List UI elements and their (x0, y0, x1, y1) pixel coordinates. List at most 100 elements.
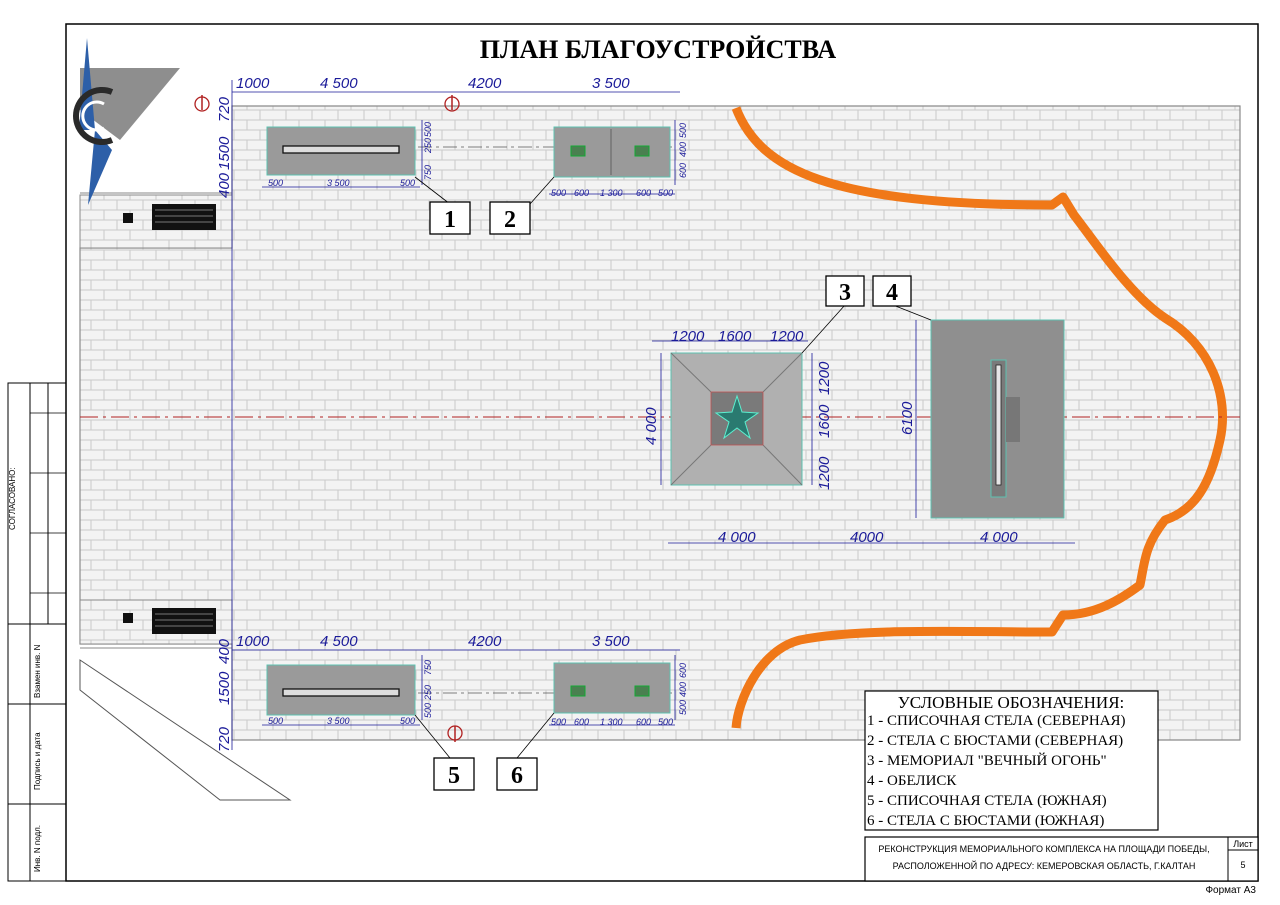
dim-s2-3: 1 300 (600, 188, 623, 198)
dim-mem-left: 4 000 (643, 407, 660, 445)
sheet-number: 5 (1240, 860, 1245, 870)
dim-s2-4: 600 (636, 188, 651, 198)
north-marker-icon (444, 95, 460, 112)
tag-1-label: 1 (444, 207, 456, 233)
tag-2: 2 (489, 201, 531, 235)
tag-leaders (414, 176, 932, 759)
bench-icon (123, 608, 216, 634)
dim-s1-5: 500 (423, 122, 433, 137)
dim-s2-7: 400 (678, 142, 688, 157)
tag-5-label: 5 (448, 763, 460, 789)
dim-s1-3: 500 (400, 178, 415, 188)
dim-top-2: 4 500 (320, 75, 358, 92)
dim-s6-8: 500 (678, 700, 688, 715)
dim-mem-right-3: 1200 (816, 456, 833, 490)
tag-6-label: 6 (511, 763, 523, 789)
dim-bottom-left-1: 400 (216, 638, 233, 664)
dim-mem-top-1: 1200 (671, 328, 705, 345)
legend-title: УСЛОВНЫЕ ОБОЗНАЧЕНИЯ: (898, 693, 1125, 712)
dim-s5-5: 250 (423, 685, 433, 701)
agreed-label: СОГЛАСОВАНО: (8, 467, 17, 530)
dim-s2-6: 500 (678, 123, 688, 138)
sign-date-label: Подпись и дата (33, 732, 42, 790)
dim-mem-gap: 4000 (850, 529, 884, 546)
dim-s5-1: 500 (268, 716, 283, 726)
replace-inv-label: Взамен инв. N (33, 644, 42, 698)
stamp-line-1: РЕКОНСТРУКЦИЯ МЕМОРИАЛЬНОГО КОМПЛЕКСА НА… (878, 844, 1209, 854)
dim-s5-3: 500 (400, 716, 415, 726)
orange-border (731, 106, 1228, 729)
dim-s5-4: 750 (423, 660, 433, 675)
dim-top-left-3: 400 (216, 172, 233, 198)
dim-s5-6: 500 (423, 703, 433, 718)
dim-mem-top-3: 1200 (770, 328, 804, 345)
north-marker-icon (447, 725, 463, 742)
tag-5: 5 (433, 757, 475, 791)
dim-top-left-2: 1500 (216, 136, 233, 170)
legend-item-1: 1 - СПИСОЧНАЯ СТЕЛА (СЕВЕРНАЯ) (867, 713, 1126, 729)
title-block: РЕКОНСТРУКЦИЯ МЕМОРИАЛЬНОГО КОМПЛЕКСА НА… (864, 836, 1259, 882)
legend-item-4: 4 - ОБЕЛИСК (867, 773, 957, 789)
sheet-label: Лист (1233, 839, 1253, 849)
dim-mem-top-2: 1600 (718, 328, 752, 345)
dim-top-3: 4200 (468, 75, 502, 92)
tag-3: 3 (825, 275, 865, 307)
dim-mem-right-2: 1600 (816, 404, 833, 438)
dim-top-1: 1000 (236, 75, 270, 92)
dim-s6-1: 500 (551, 717, 566, 727)
dimension-lines (231, 80, 1075, 750)
page-title: ПЛАН БЛАГОУСТРОЙСТВА (480, 35, 837, 64)
dim-bottom-left-2: 1500 (216, 671, 233, 705)
dim-s5-2: 3 500 (327, 716, 350, 726)
dim-obelisk-width: 4 000 (980, 529, 1018, 546)
stela-north-busts (553, 126, 671, 178)
legend-item-5: 5 - СПИСОЧНАЯ СТЕЛА (ЮЖНАЯ) (867, 793, 1107, 809)
dim-s1-2: 3 500 (327, 178, 350, 188)
compass-logo-icon (73, 38, 114, 205)
dim-s2-8: 600 (678, 163, 688, 178)
north-marker-icon (194, 95, 210, 112)
dim-s6-6: 600 (678, 663, 688, 678)
dim-bottom-left-3: 720 (216, 726, 233, 752)
dim-mem-bottom: 4 000 (718, 529, 756, 546)
stamp-line-2: РАСПОЛОЖЕННОЙ ПО АДРЕСУ: КЕМЕРОВСКАЯ ОБЛ… (893, 860, 1196, 871)
stela-south-busts (553, 662, 671, 714)
tag-3-label: 3 (839, 280, 851, 306)
dim-s6-4: 600 (636, 717, 651, 727)
dim-s1-4: 250 (423, 138, 433, 154)
tag-6: 6 (496, 757, 538, 791)
obelisk (930, 319, 1065, 519)
dim-s1-6: 750 (423, 165, 433, 180)
stela-north-list (266, 126, 416, 176)
legend-item-2: 2 - СТЕЛА С БЮСТАМИ (СЕВЕРНАЯ) (867, 733, 1123, 749)
tag-4-label: 4 (886, 280, 898, 306)
dim-s2-5: 500 (658, 188, 673, 198)
dim-s6-5: 500 (658, 717, 673, 727)
dim-s6-3: 1 300 (600, 717, 623, 727)
stela-south-list (266, 664, 416, 716)
dim-obelisk-height: 6100 (899, 401, 916, 435)
dim-bottom-4: 3 500 (592, 633, 630, 650)
side-stamp-strip: СОГЛАСОВАНО: Взамен инв. N Подпись и дат… (7, 382, 67, 882)
tag-2-label: 2 (504, 207, 516, 233)
dim-s1-1: 500 (268, 178, 283, 188)
dim-s6-2: 600 (574, 717, 589, 727)
dimension-texts: 1000 4 500 4200 3 500 720 1500 400 500 3… (216, 75, 1018, 752)
inv-orig-label: Инв. N подл. (33, 825, 42, 872)
legend-item-6: 6 - СТЕЛА С БЮСТАМИ (ЮЖНАЯ) (867, 813, 1104, 829)
tag-1: 1 (429, 201, 471, 235)
bench-icon (123, 204, 216, 230)
legend-item-3: 3 - МЕМОРИАЛ "ВЕЧНЫЙ ОГОНЬ" (867, 752, 1107, 769)
dim-bottom-2: 4 500 (320, 633, 358, 650)
dim-top-left-1: 720 (216, 96, 233, 122)
tag-4: 4 (872, 275, 912, 307)
road-wedge-bottom (79, 659, 292, 801)
format-label: Формат А3 (1205, 885, 1256, 896)
dim-bottom-1: 1000 (236, 633, 270, 650)
memorial-eternal-flame (670, 352, 803, 486)
dim-bottom-3: 4200 (468, 633, 502, 650)
dim-s2-1: 500 (551, 188, 566, 198)
dim-mem-right-1: 1200 (816, 361, 833, 395)
dim-s2-2: 600 (574, 188, 589, 198)
